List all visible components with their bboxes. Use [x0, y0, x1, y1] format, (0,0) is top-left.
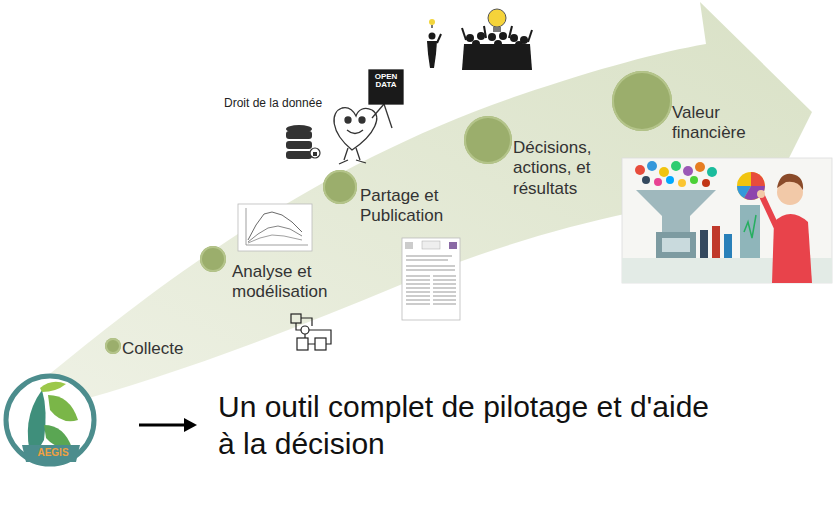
pointer-arrow [139, 418, 197, 432]
stage-node: Analyse et modélisation [200, 246, 348, 303]
stage-label: Analyse et modélisation [232, 262, 344, 303]
stage-circle [200, 246, 226, 272]
stage-circle [323, 170, 357, 204]
stage-node: Décisions, actions, et résultats [464, 116, 613, 199]
data-factory-illustration [622, 158, 832, 283]
database-icon [286, 125, 320, 159]
stage-circle [105, 338, 121, 354]
stage-node: Partage et Publication [323, 170, 470, 227]
stage-node: Valeur financière [612, 71, 768, 144]
paper-icon [402, 238, 460, 320]
stage-circle [464, 116, 512, 164]
line-chart-icon [238, 204, 312, 251]
stage-label: Valeur financière [672, 103, 764, 144]
stage-label: Partage et Publication [360, 186, 466, 227]
stage-circle [612, 71, 672, 131]
note-label: Droit de la donnée [224, 96, 322, 110]
tagline: Un outil complet de pilotage et d'aide à… [218, 389, 723, 462]
stage-label: Décisions, actions, et résultats [513, 138, 609, 199]
stage-node: Collecte [105, 338, 216, 359]
open-data-mascot [334, 70, 403, 164]
stage-label: Collecte [122, 339, 212, 359]
aegis-logo [6, 376, 94, 464]
sign-text: OPEN DATA [370, 73, 402, 90]
progress-arrow [40, 2, 812, 405]
flow-icon [291, 314, 331, 350]
logo-text: AEGIS [26, 447, 80, 459]
decision-people [427, 9, 532, 70]
